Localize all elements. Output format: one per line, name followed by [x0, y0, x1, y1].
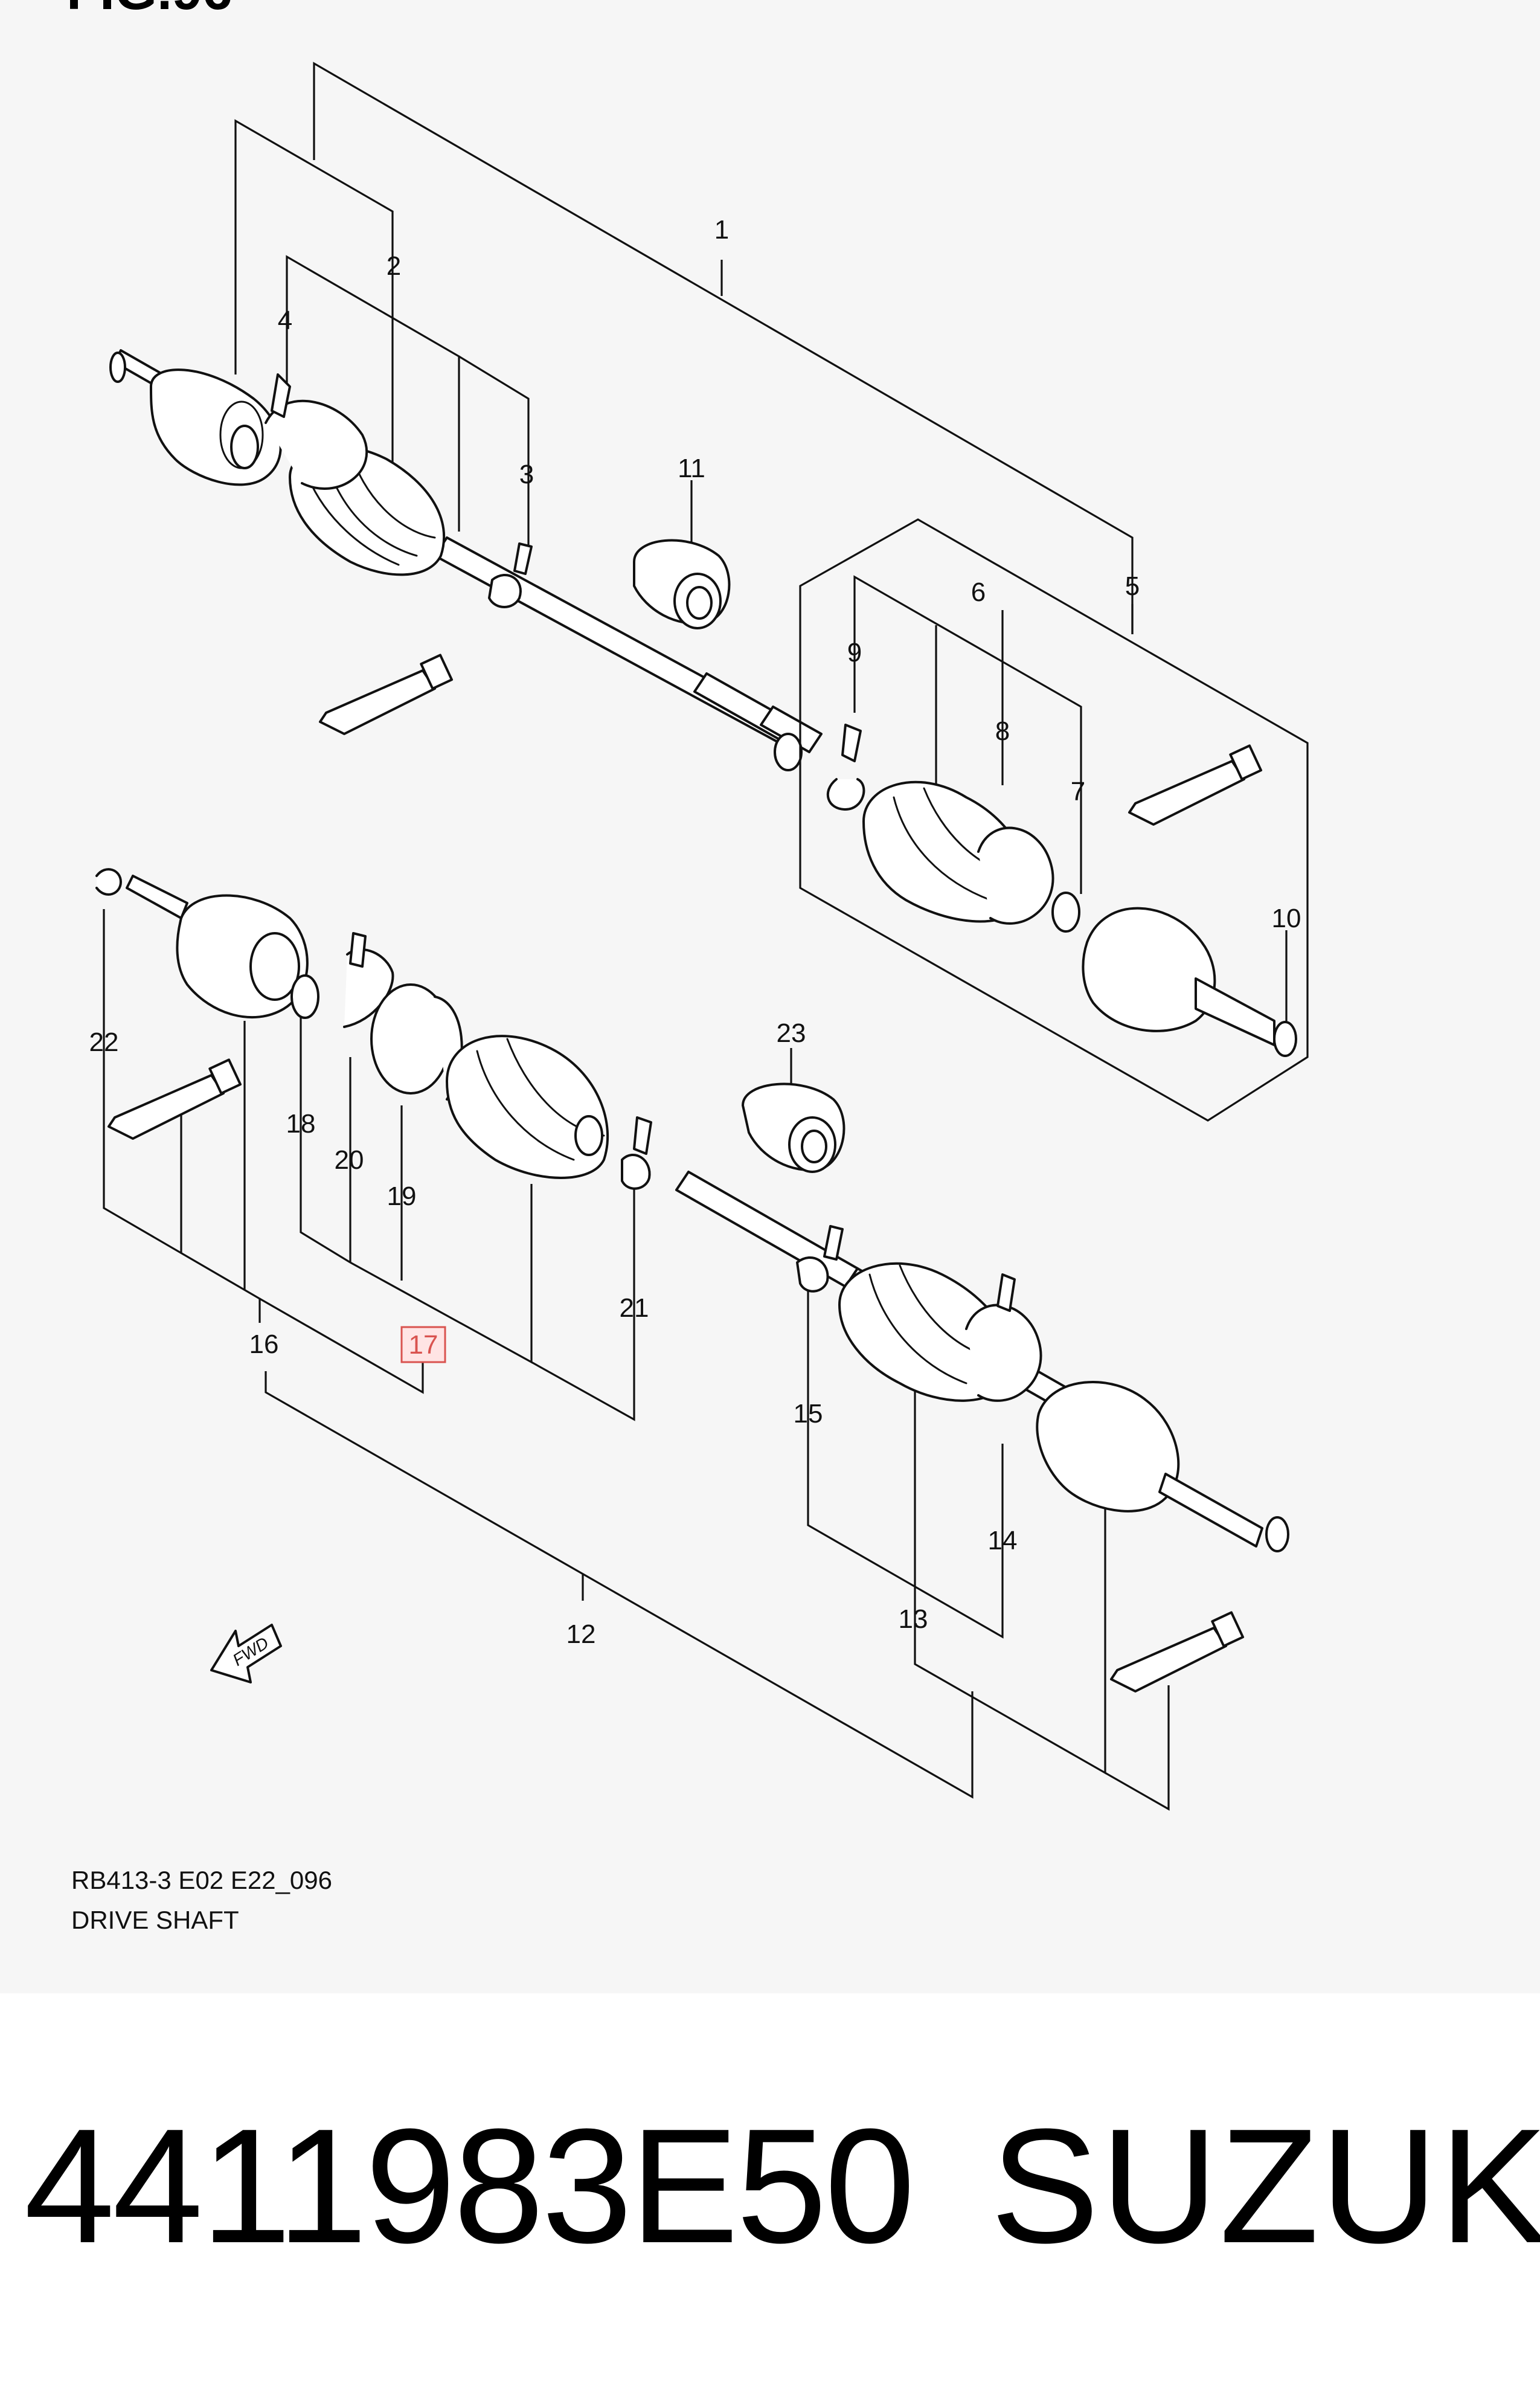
footer — [0, 1993, 1540, 2392]
callout-10: 10 — [1272, 904, 1301, 933]
kit-box-5 — [799, 518, 1309, 1122]
part-number: 4411983E50 — [24, 2095, 915, 2277]
callout-14: 14 — [988, 1526, 1018, 1555]
callout-3: 3 — [519, 460, 534, 489]
callout-23: 23 — [777, 1018, 806, 1048]
caption-name: DRIVE SHAFT — [71, 1906, 239, 1934]
callout-1: 1 — [714, 215, 729, 245]
diagram-caption: RB413-3 E02 E22_096 DRIVE SHAFT — [71, 1860, 332, 1940]
callout-9: 9 — [847, 638, 862, 667]
callout-8: 8 — [995, 716, 1010, 746]
callout-16: 16 — [249, 1329, 279, 1359]
callout-17-highlight — [400, 1326, 446, 1363]
callout-13: 13 — [899, 1604, 928, 1634]
figure-title: FIG.96 — [66, 0, 233, 18]
leader-lines — [103, 62, 1288, 1811]
upper-shaft-assembly — [109, 349, 823, 771]
caption-code: RB413-3 E02 E22_096 — [71, 1866, 332, 1894]
callout-12: 12 — [566, 1619, 596, 1649]
callout-6: 6 — [971, 577, 986, 607]
callout-18: 18 — [286, 1109, 316, 1139]
callout-17: 17 — [409, 1330, 438, 1360]
callout-4: 4 — [278, 306, 292, 335]
callout-21: 21 — [620, 1293, 649, 1323]
callout-5: 5 — [1125, 571, 1140, 601]
callout-labels: 1 2 3 4 5 6 7 8 9 10 11 12 13 14 15 16 1… — [89, 215, 1301, 1649]
callout-22: 22 — [89, 1027, 119, 1057]
callout-2: 2 — [387, 251, 401, 281]
callout-20: 20 — [335, 1145, 364, 1175]
callout-15: 15 — [794, 1399, 823, 1429]
exploded-parts-diagram: FWD 1 2 3 4 5 6 7 8 9 10 11 12 13 14 15 … — [89, 62, 1309, 1811]
fwd-direction-arrow: FWD — [210, 1624, 282, 1683]
bushing-11 — [633, 539, 731, 629]
diagram-panel: FIG.96 — [66, 0, 1309, 1940]
lower-shaft-assembly — [95, 868, 1289, 1693]
callout-19: 19 — [387, 1182, 417, 1211]
callout-7: 7 — [1071, 777, 1085, 806]
callout-11: 11 — [678, 454, 705, 483]
brand-name: SUZUKI — [990, 2095, 1540, 2277]
